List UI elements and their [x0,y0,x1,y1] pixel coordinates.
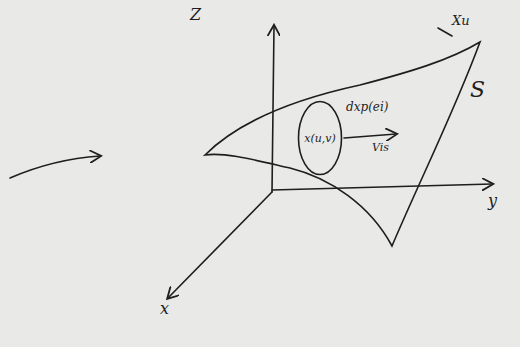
surface-outline [205,42,480,246]
vector-label: Vis [372,142,389,154]
axis-label: y [488,192,497,210]
region-ellipse: x(u,v) [297,100,343,176]
pointer-arrow [10,156,100,178]
ellipse-shape [299,102,342,175]
differential-label: dxp(ei) [346,101,388,114]
axis-label: Z [190,6,201,24]
point-label: x(u,v) [304,132,336,145]
axis-label: x [160,300,169,318]
tangent-arrow [344,134,396,138]
surface-label: S [470,78,485,102]
xu-tick [438,28,452,36]
vector-label: Xu [452,14,470,28]
y-axis [272,184,492,190]
x-axis [168,192,272,298]
z-axis [272,26,274,192]
